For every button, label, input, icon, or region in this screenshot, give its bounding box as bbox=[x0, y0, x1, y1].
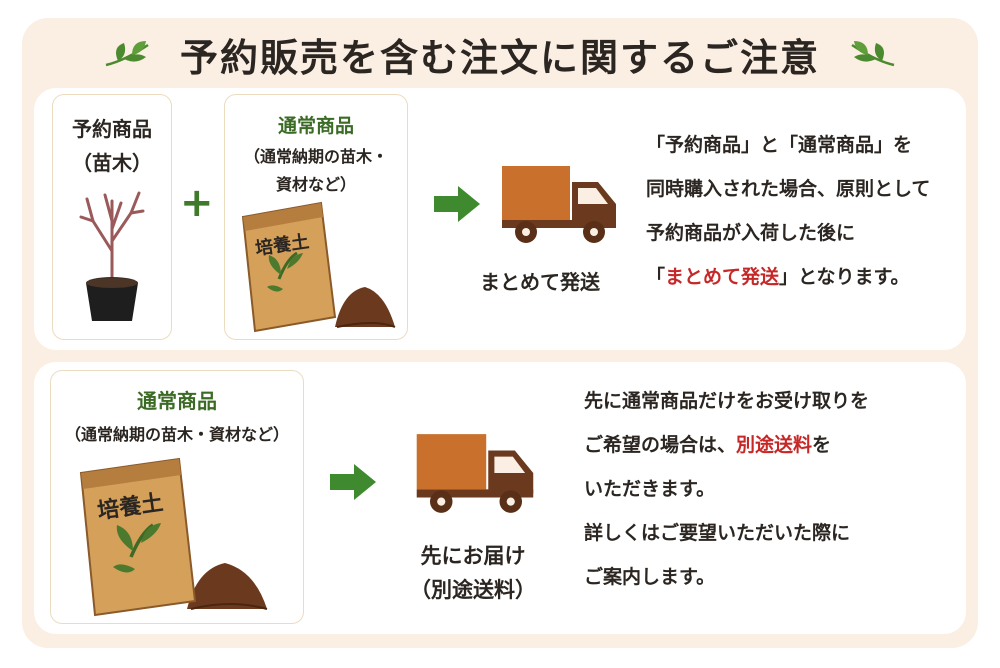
desc-line: 予約商品が入荷した後に bbox=[646, 222, 856, 244]
regular-card-sub2: 資材など） bbox=[275, 175, 356, 194]
reserved-card-title: 予約商品 bbox=[72, 117, 152, 141]
desc-line: 先に通常商品だけをお受け取りを bbox=[584, 390, 870, 412]
truck-caption-early: 先にお届け bbox=[420, 544, 526, 568]
reserved-product-card: 予約商品 （苗木） bbox=[52, 94, 172, 340]
separate-description: 先に通常商品だけをお受け取りを ご希望の場合は、別途送料を いただきます。 詳し… bbox=[584, 392, 869, 612]
desc-line: いただきます。 bbox=[584, 478, 716, 500]
desc-line: ご希望の場合は、別途送料を bbox=[584, 434, 832, 456]
leaf-icon bbox=[851, 41, 895, 67]
highlight-extra-fee: 別途送料 bbox=[736, 434, 813, 456]
desc-line: 詳しくはご要望いただいた際に bbox=[584, 522, 851, 544]
desc-line: 「まとめて発送」となります。 bbox=[646, 266, 910, 288]
title-row: 予約販売を含む注文に関するご注意 bbox=[0, 26, 1000, 82]
reserved-card-sub: （苗木） bbox=[72, 151, 152, 175]
desc-line: 「予約商品」と「通常商品」を bbox=[646, 134, 913, 156]
highlight-bundle: まとめて発送 bbox=[665, 266, 780, 288]
desc-line: 同時購入された場合、原則として bbox=[646, 178, 931, 200]
soil-bag-icon bbox=[241, 201, 396, 333]
leaf-icon bbox=[105, 41, 149, 67]
truck-caption-bundle: まとめて発送 bbox=[480, 270, 600, 294]
regular-card-title: 通常商品 bbox=[277, 115, 354, 137]
page-title: 予約販売を含む注文に関するご注意 bbox=[179, 35, 820, 80]
truck-caption-extra-fee: （別途送料） bbox=[410, 578, 536, 602]
truck-icon bbox=[502, 166, 616, 243]
plus-icon: + bbox=[180, 180, 214, 226]
sapling-pot-icon bbox=[79, 191, 145, 321]
truck-icon bbox=[416, 434, 534, 513]
separate-shipping-panel: 通常商品 （通常納期の苗木・資材など） 培養土 先にお届け （別途送料） 先に通… bbox=[34, 362, 966, 634]
regular-card-title-2: 通常商品 bbox=[137, 389, 217, 413]
desc-line: ご案内します。 bbox=[584, 566, 716, 588]
bundle-shipping-panel: 予約商品 （苗木） + 通常商品 （通常納期の苗木・ 資材など） bbox=[34, 88, 966, 350]
arrow-right-icon bbox=[330, 464, 376, 500]
regular-product-card: 通常商品 （通常納期の苗木・ 資材など） 培養土 bbox=[224, 94, 408, 340]
soil-bag-icon bbox=[79, 457, 268, 617]
regular-product-card-2: 通常商品 （通常納期の苗木・資材など） 培養土 bbox=[50, 370, 304, 624]
arrow-right-icon bbox=[434, 186, 480, 222]
regular-card-sub1: （通常納期の苗木・ bbox=[243, 147, 388, 166]
bundle-description: 「予約商品」と「通常商品」を 同時購入された場合、原則として 予約商品が入荷した… bbox=[646, 136, 930, 312]
regular-card-sub-2: （通常納期の苗木・資材など） bbox=[64, 425, 289, 444]
